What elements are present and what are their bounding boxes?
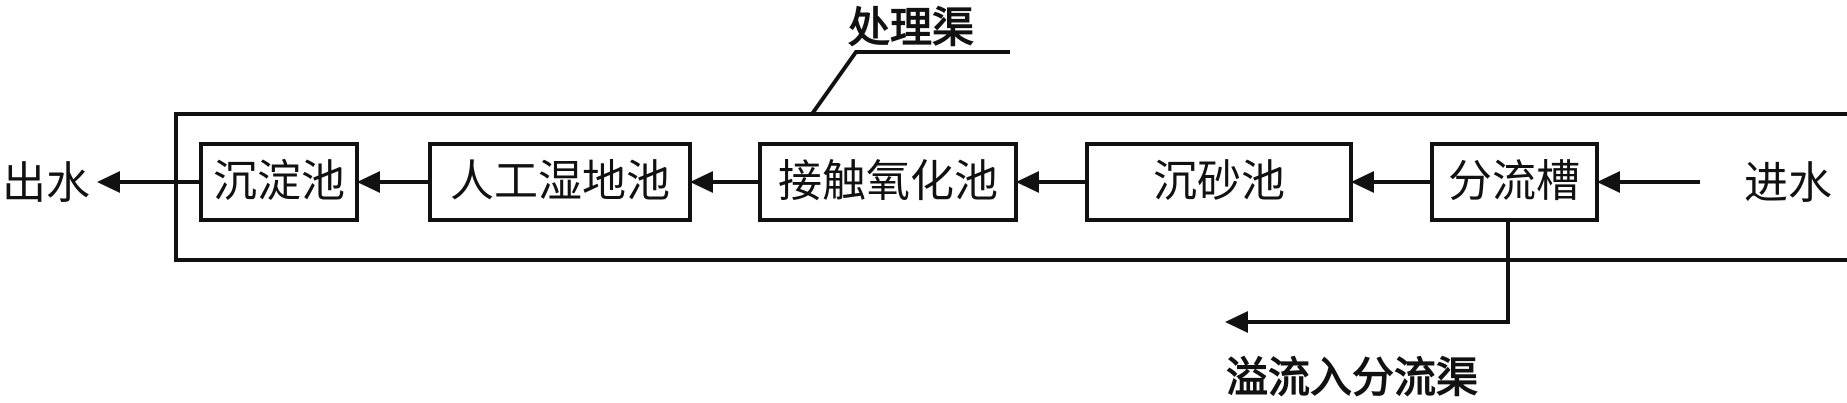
contact-oxidation-tank-label: 接触氧化池 xyxy=(778,156,998,207)
outlet-arrowhead xyxy=(97,171,120,193)
diversion-tank-label: 分流槽 xyxy=(1448,156,1580,207)
arrow-grit-to-oxidation-head xyxy=(1016,171,1039,193)
treatment-channel-enclosure xyxy=(174,112,1847,262)
arrow-wetland-to-sedimentation-head xyxy=(357,171,380,193)
outlet-label: 出水 xyxy=(2,158,90,209)
grit-chamber-label: 沉砂池 xyxy=(1153,156,1285,207)
inlet-arrowhead xyxy=(1597,171,1620,193)
enclosure-label-leader xyxy=(810,50,1010,116)
enclosure-label: 处理渠 xyxy=(848,3,974,52)
sedimentation-tank-label: 沉淀池 xyxy=(213,156,345,207)
arrow-oxidation-to-wetland-head xyxy=(690,171,713,193)
inlet-label: 进水 xyxy=(1744,158,1832,209)
constructed-wetland-label: 人工湿地池 xyxy=(450,156,670,207)
overflow-arrowhead xyxy=(1225,311,1248,333)
arrow-diversion-to-grit-head xyxy=(1351,171,1374,193)
overflow-path-line xyxy=(1248,220,1510,324)
overflow-label: 溢流入分流渠 xyxy=(1226,353,1478,402)
